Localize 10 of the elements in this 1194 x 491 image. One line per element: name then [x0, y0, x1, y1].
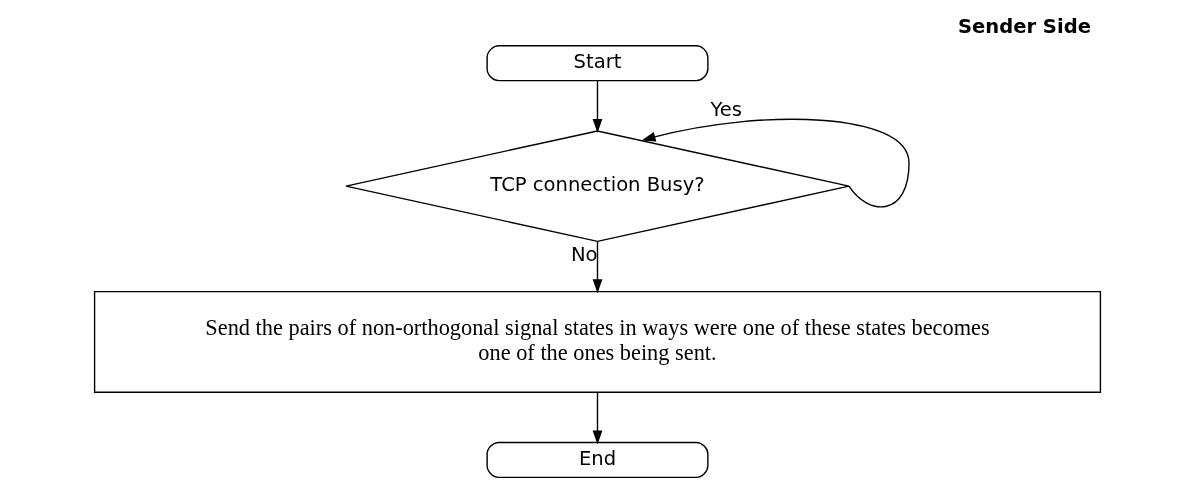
node-box: Start: [485, 45, 709, 82]
diagram-title: Sender Side: [957, 15, 1091, 39]
node-box: Send the pairs of non-orthogonal signal states in ways were one of these states becomes one of the ones being sent.: [93, 290, 1101, 393]
edge-label: Yes: [709, 98, 742, 122]
arrow: [592, 80, 602, 133]
node-box: End: [485, 441, 709, 479]
edge-label: No: [570, 243, 598, 267]
arrow: [592, 392, 602, 445]
arrow: [641, 118, 910, 208]
arrow: [592, 240, 602, 294]
